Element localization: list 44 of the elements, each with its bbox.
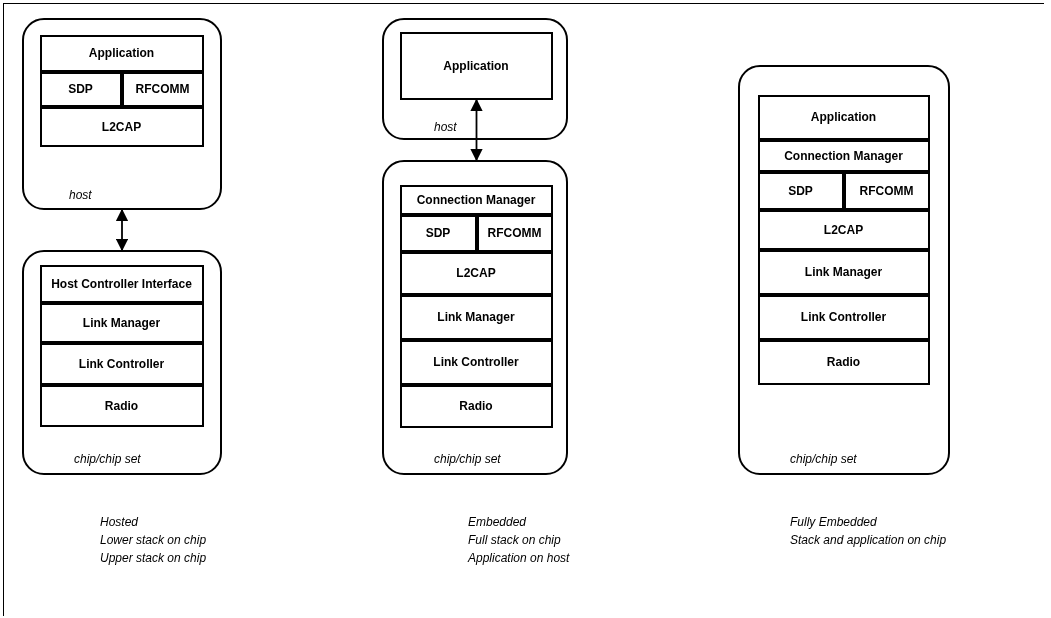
layer-box: RFCOMM [121, 71, 204, 107]
layer-box: Application [399, 31, 553, 100]
layer-box: RFCOMM [476, 214, 553, 252]
caption-text: Fully Embedded [790, 515, 877, 529]
caption-text: Lower stack on chip [100, 533, 207, 547]
layer-box: Link Manager [399, 294, 553, 340]
layer-box: Radio [757, 339, 930, 385]
caption-text: Upper stack on chip [100, 551, 207, 565]
layer-box: Link Controller [757, 294, 930, 340]
group-box [382, 18, 568, 140]
layer-box: Link Controller [39, 342, 204, 385]
layer-box: SDP [399, 214, 477, 252]
layer-box: Application [757, 94, 930, 140]
group-label: host [69, 188, 92, 202]
group-label: chip/chip set [434, 452, 501, 466]
group-label: host [434, 120, 457, 134]
layer-box: Application [39, 34, 204, 72]
layer-box: Radio [399, 384, 553, 428]
layer-box: Radio [39, 384, 204, 427]
layer-box: Link Manager [757, 249, 930, 295]
double-arrow [115, 208, 129, 252]
layer-box: L2CAP [757, 209, 930, 250]
group-box [22, 18, 222, 210]
double-arrow [470, 98, 483, 162]
group-box [22, 250, 222, 475]
layer-box: Connection Manager [399, 184, 553, 215]
group-label: chip/chip set [790, 452, 857, 466]
layer-box: L2CAP [39, 106, 204, 147]
layer-box: Host Controller Interface [39, 264, 204, 303]
group-label: chip/chip set [74, 452, 141, 466]
group-box [382, 160, 568, 475]
group-box [738, 65, 950, 475]
layer-box: Connection Manager [757, 139, 930, 172]
layer-box: Link Manager [39, 302, 204, 343]
caption-text: Hosted [100, 515, 139, 529]
layer-box: L2CAP [399, 251, 553, 295]
layer-box: RFCOMM [843, 171, 930, 210]
layer-box: Link Controller [399, 339, 553, 385]
layer-box: SDP [39, 71, 122, 107]
caption-text: Full stack on chip [468, 533, 561, 547]
caption-text: Application on host [468, 551, 570, 565]
layer-box: SDP [757, 171, 844, 210]
caption-text: Embedded [468, 515, 527, 529]
caption-text: Stack and application on chip [790, 533, 947, 547]
